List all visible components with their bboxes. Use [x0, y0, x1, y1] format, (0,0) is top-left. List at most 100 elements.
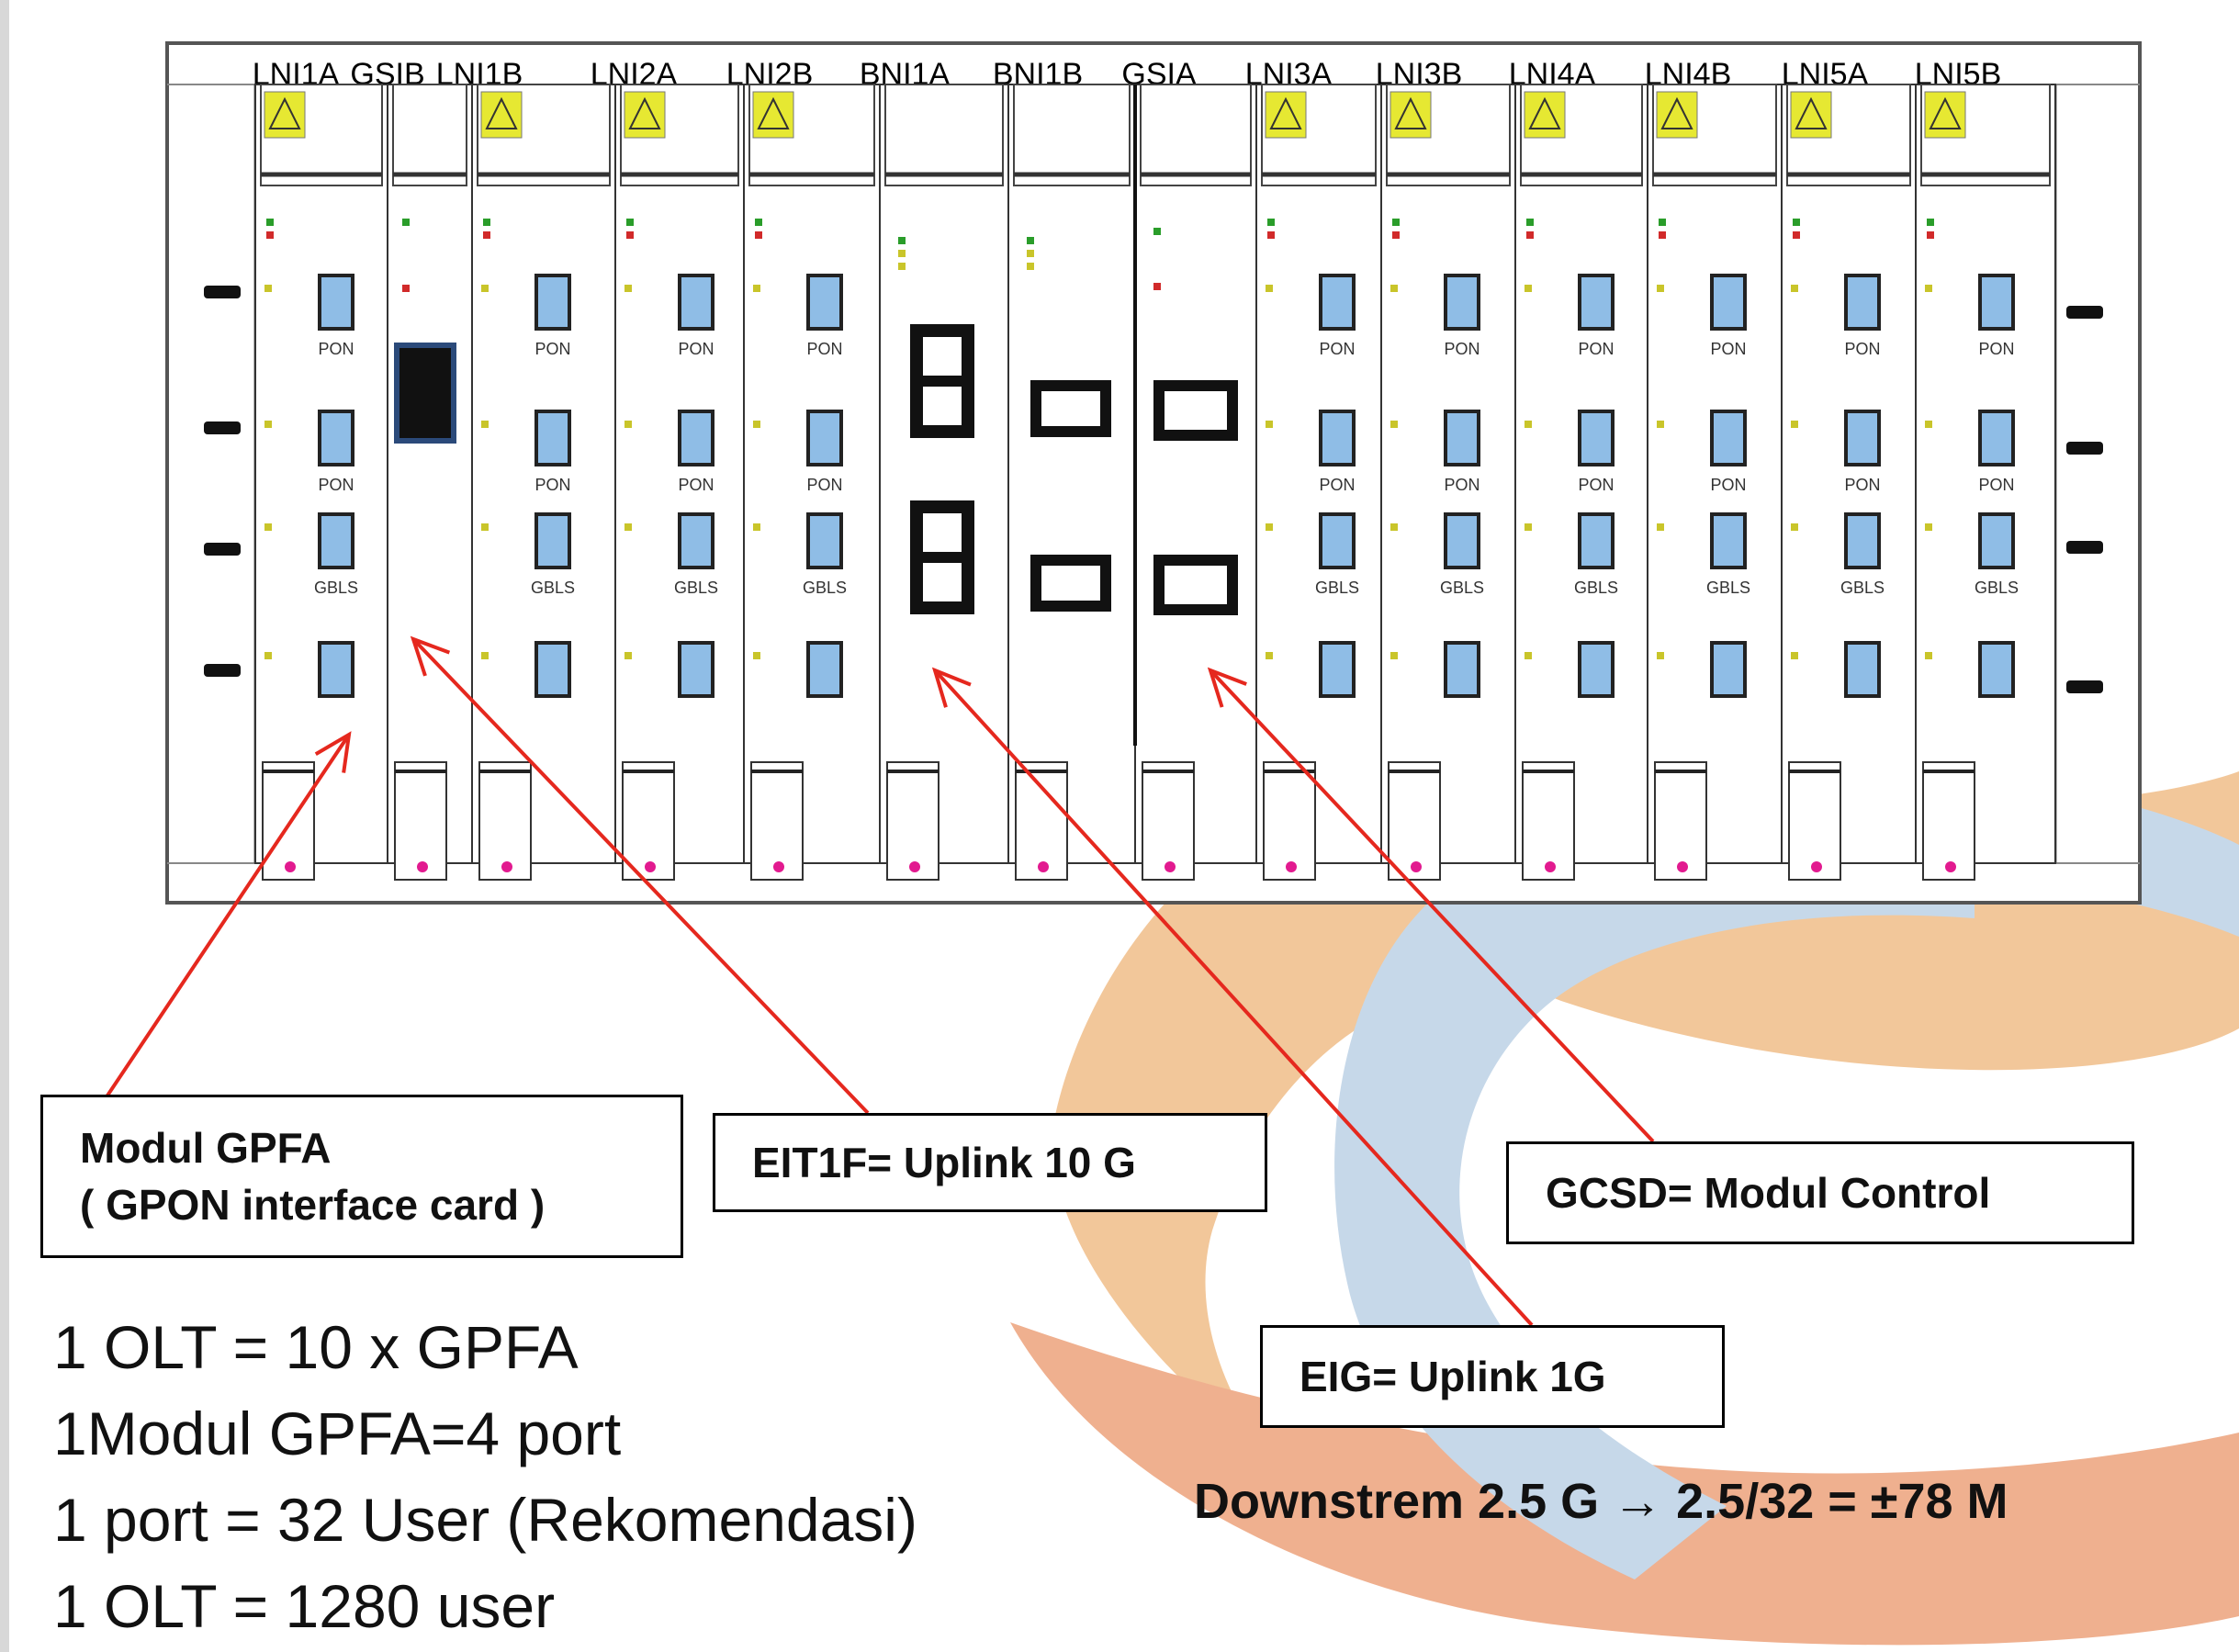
card-extractor [262, 761, 315, 881]
port-label: GBLS [1706, 579, 1750, 597]
port-led [481, 652, 489, 659]
port-label: GBLS [531, 579, 575, 597]
led-red [1526, 231, 1534, 239]
led-green [626, 219, 634, 226]
port-led [1657, 285, 1664, 292]
warning-triangle-icon [1929, 96, 1962, 129]
port-led [264, 523, 272, 531]
card-extractor [394, 761, 447, 881]
port-label: PON [1978, 340, 2014, 358]
arrow-to-eit1f-head [410, 635, 451, 677]
warning-triangle-icon [485, 96, 518, 129]
note-olt-gpfa: 1 OLT = 10 x GPFA [53, 1313, 579, 1381]
port-led [1266, 421, 1273, 428]
warning-triangle-icon [1394, 96, 1427, 129]
port-label: GBLS [674, 579, 718, 597]
led-green [1392, 219, 1400, 226]
port-label: PON [806, 340, 842, 358]
card-frame [387, 84, 473, 864]
pon-port-0 [806, 274, 843, 331]
port-led [1266, 285, 1273, 292]
card-extractor [478, 761, 532, 881]
port-led [1525, 523, 1532, 531]
pon-port-1 [1578, 410, 1615, 466]
port-led [1390, 652, 1398, 659]
card-extractor [1654, 761, 1707, 881]
warning-triangle-icon [1528, 96, 1561, 129]
card-extractor-dot [1945, 861, 1956, 872]
pon-port-1 [678, 410, 714, 466]
port-label: GBLS [1574, 579, 1618, 597]
port-label: PON [1844, 476, 1880, 494]
pon-port-3 [1444, 641, 1480, 698]
card-extractor-dot [501, 861, 512, 872]
uplink-1g-port-b [1030, 555, 1111, 612]
port-label: PON [1578, 340, 1614, 358]
left-handle-3 [204, 664, 241, 677]
card-frame [1380, 84, 1516, 864]
port-led [1925, 652, 1932, 659]
port-led [1266, 652, 1273, 659]
card-frame [1514, 84, 1648, 864]
card-extractor-dot [1811, 861, 1822, 872]
port-led [624, 285, 632, 292]
port-led [481, 285, 489, 292]
pon-port-2 [318, 512, 354, 569]
port-led [264, 652, 272, 659]
pon-port-1 [1710, 410, 1747, 466]
led-green [1526, 219, 1534, 226]
port-led [481, 523, 489, 531]
card-extractor-dot [1286, 861, 1297, 872]
led-green [1267, 219, 1275, 226]
card-extractor-dot [1165, 861, 1176, 872]
port-led [1525, 285, 1532, 292]
pon-port-1 [1978, 410, 2015, 466]
led-yellow [1027, 263, 1034, 270]
port-label: PON [806, 476, 842, 494]
card-extractor-dot [1411, 861, 1422, 872]
card-extractor [1015, 761, 1068, 881]
port-label: PON [534, 340, 570, 358]
pon-port-0 [1710, 274, 1747, 331]
card-frame [879, 84, 1009, 864]
pon-port-2 [1710, 512, 1747, 569]
port-led [1657, 523, 1664, 531]
port-led [264, 421, 272, 428]
led-red [1659, 231, 1666, 239]
warning-triangle-icon [757, 96, 790, 129]
led-green [755, 219, 762, 226]
pon-port-2 [1978, 512, 2015, 569]
port-label: PON [1444, 340, 1480, 358]
led-red [1267, 231, 1275, 239]
led-yellow [898, 250, 906, 257]
card-extractor-dot [1545, 861, 1556, 872]
pon-port-0 [678, 274, 714, 331]
right-handle-0 [2066, 306, 2103, 319]
card-extractor-dot [909, 861, 920, 872]
port-led [1791, 523, 1798, 531]
warning-triangle-icon [1269, 96, 1302, 129]
port-led [753, 421, 760, 428]
led-red [266, 231, 274, 239]
pon-port-2 [1444, 512, 1480, 569]
arrow-to-eig-head [931, 667, 972, 708]
arrow-to-eit1f [411, 637, 870, 1115]
port-label: PON [1319, 476, 1355, 494]
led-green [1153, 228, 1161, 235]
pon-port-1 [318, 410, 354, 466]
led-red [1153, 283, 1161, 290]
gpfa-callout-subtitle: ( GPON interface card ) [80, 1181, 546, 1229]
pon-port-1 [1319, 410, 1356, 466]
port-label: PON [534, 476, 570, 494]
right-handle-2 [2066, 541, 2103, 554]
port-label: PON [1978, 476, 2014, 494]
pon-port-3 [534, 641, 571, 698]
card-top-plate [1140, 84, 1252, 186]
pon-port-3 [1978, 641, 2015, 698]
card-extractor [1388, 761, 1441, 881]
pon-port-2 [806, 512, 843, 569]
